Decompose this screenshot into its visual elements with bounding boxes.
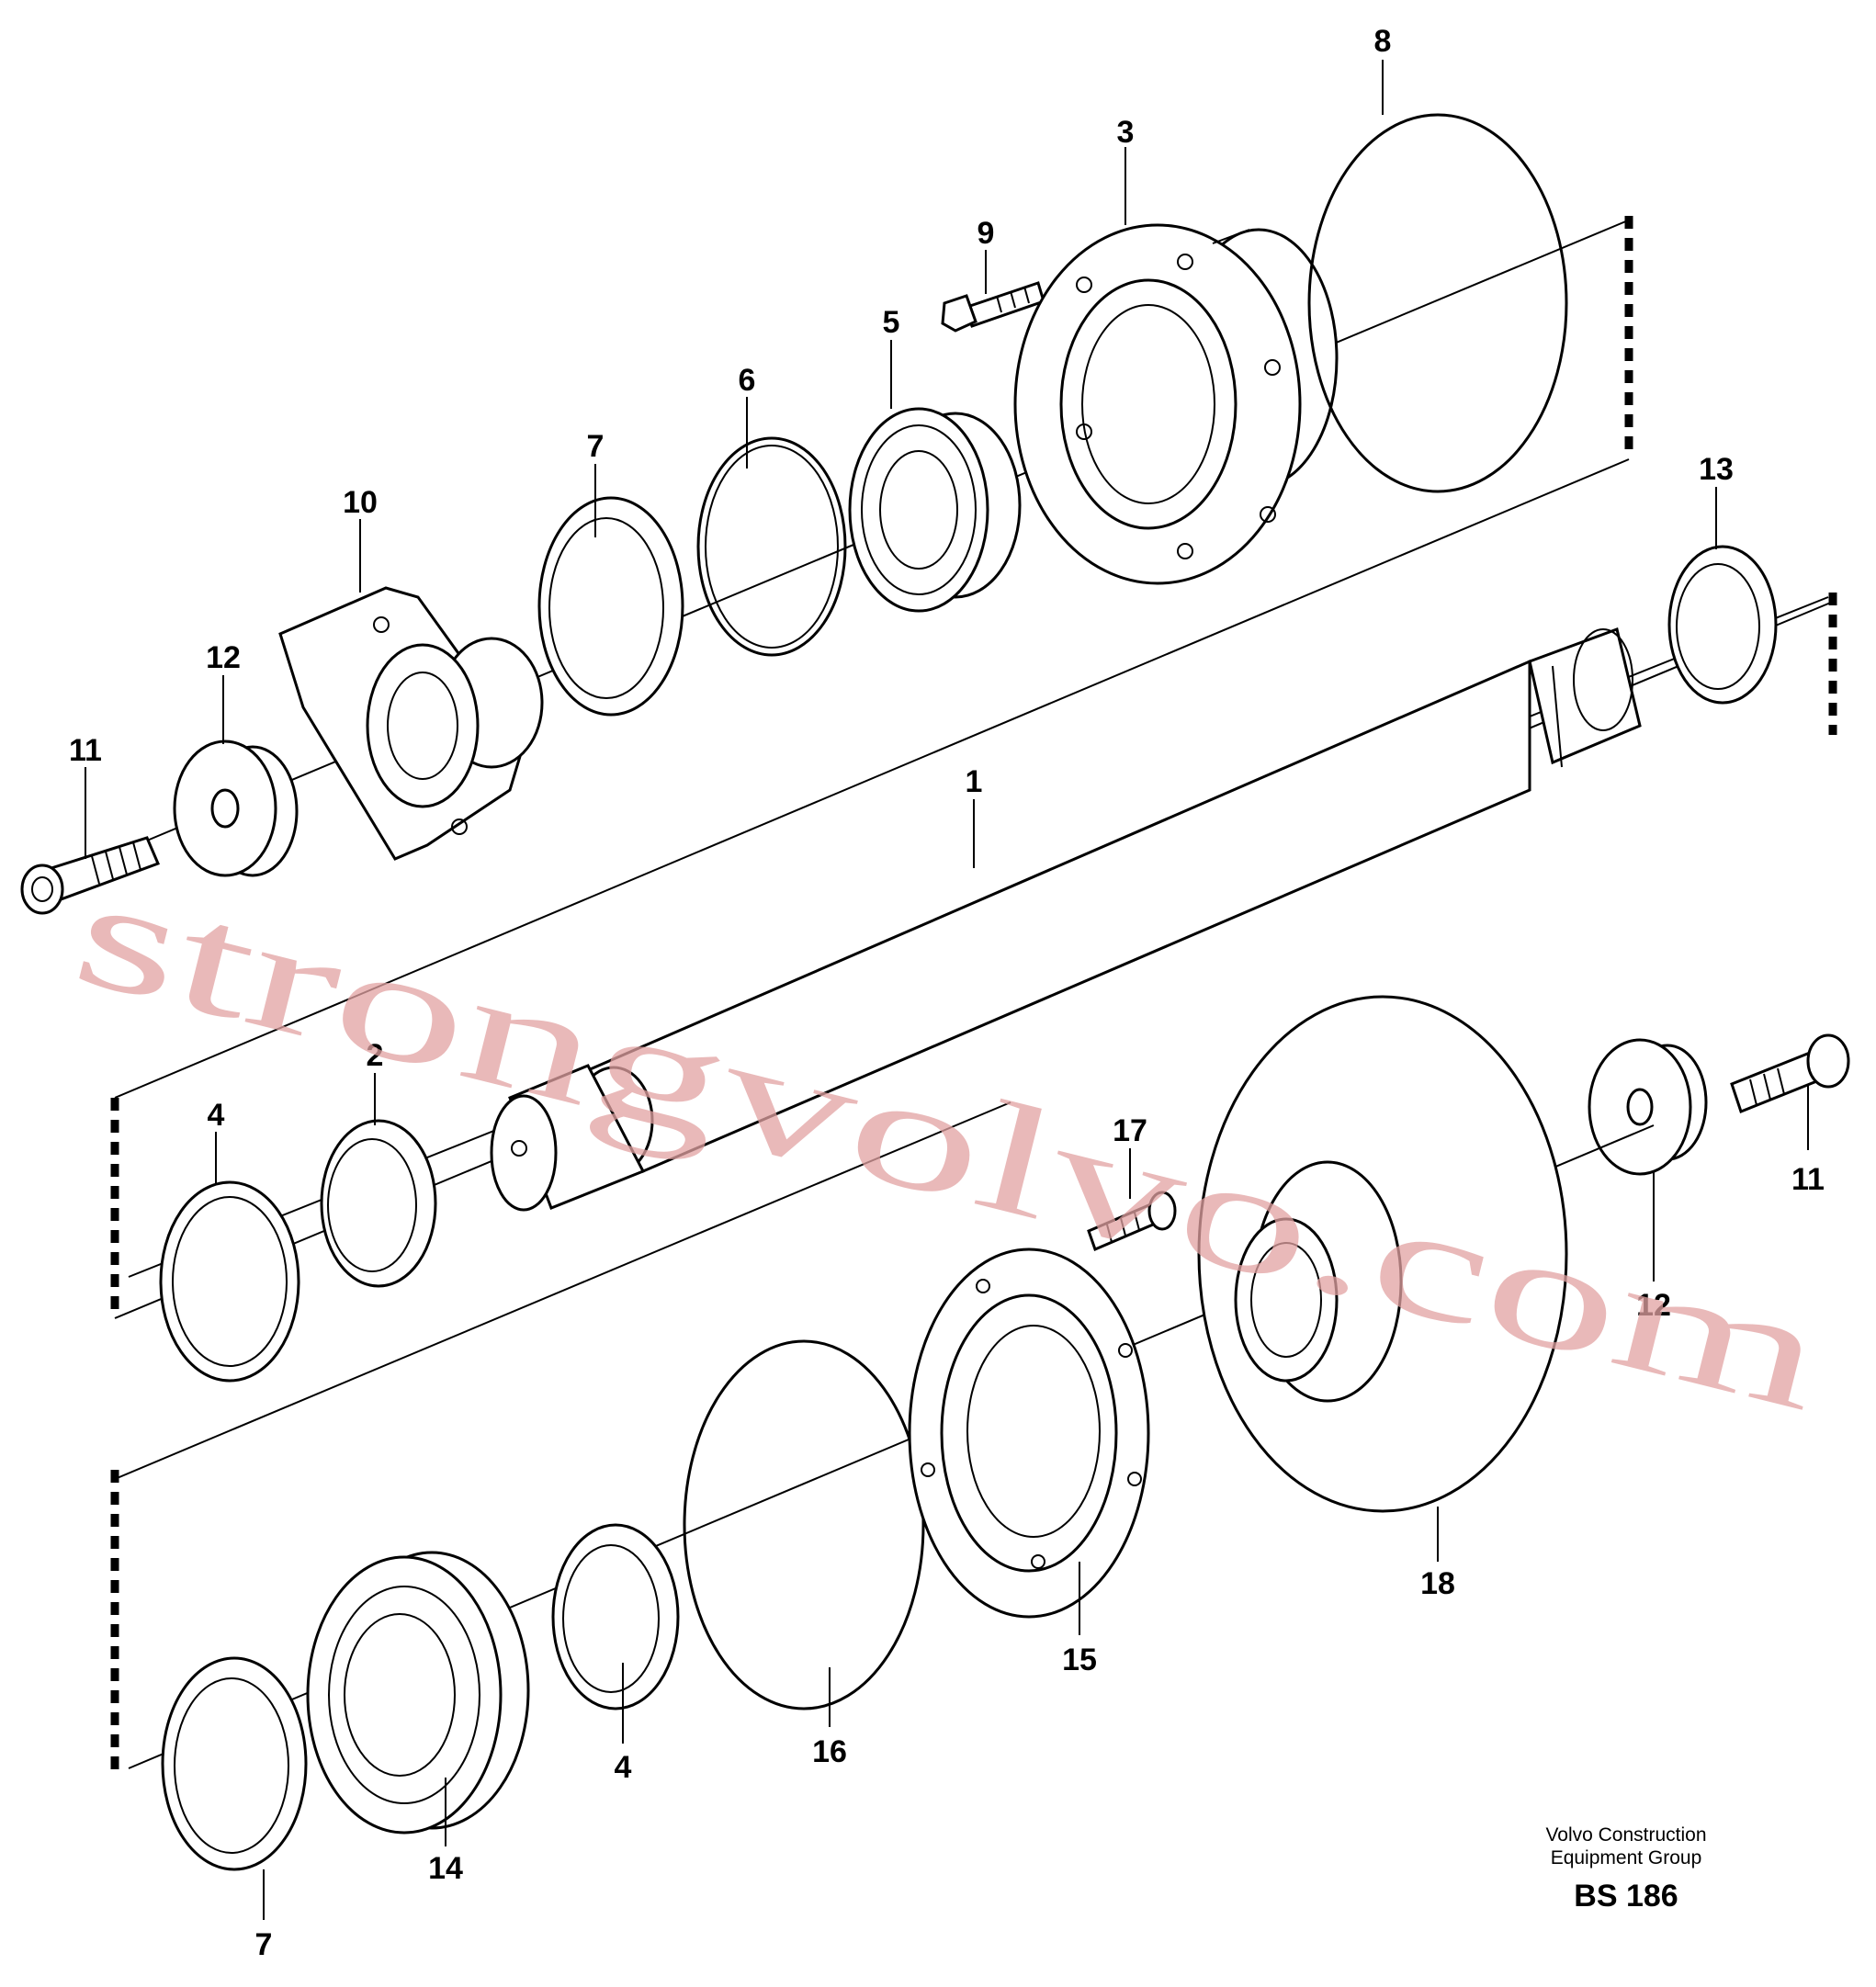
part-13-seal: [1667, 545, 1778, 705]
callout-16: 16: [812, 1734, 847, 1769]
callout-13: 13: [1699, 452, 1734, 487]
callout-12-top: 12: [206, 640, 241, 675]
callout-6: 6: [739, 363, 756, 398]
part-16-o-ring: [683, 1339, 925, 1710]
org-name-line1: Volvo Construction: [1545, 1824, 1707, 1846]
callout-2: 2: [367, 1038, 384, 1073]
drawing-code: BS 186: [1574, 1879, 1678, 1914]
row-top: [20, 113, 1633, 915]
callout-8: 8: [1374, 24, 1392, 59]
part-4-seal-bottom: [551, 1523, 680, 1710]
frame-line-bottom-upper: [114, 1101, 1011, 1480]
drawing-footer: Volvo Construction Equipment Group BS 18…: [1507, 1823, 1746, 1914]
callout-4-mid: 4: [208, 1098, 225, 1133]
part-2-seal-ring: [320, 1119, 437, 1288]
part-7-seal-bottom: [161, 1656, 308, 1871]
callout-labels: 8 3 9 5 6 7 10 12 11 13 1 2 4 11 17 12 1…: [69, 24, 1825, 1962]
part-6-snap-ring: [696, 436, 847, 657]
part-15-housing: [908, 1248, 1150, 1619]
callout-7-bottom: 7: [255, 1927, 273, 1962]
part-18-drum: [1197, 995, 1568, 1513]
callout-7-top: 7: [587, 429, 605, 464]
part-3-housing: [1013, 223, 1339, 585]
part-7-seal-top: [537, 496, 684, 717]
part-9-bolt: [941, 281, 1045, 333]
callout-17: 17: [1113, 1113, 1147, 1148]
part-14-bearing: [306, 1551, 530, 1835]
part-10-flange-top: [278, 586, 544, 861]
callout-10: 10: [343, 485, 378, 520]
part-1-shaft: [490, 627, 1642, 1212]
part-4-seal-mid: [159, 1180, 300, 1383]
part-11-bolt-mid: [1730, 1033, 1850, 1113]
callout-12-mid: 12: [1636, 1288, 1671, 1323]
callout-5: 5: [883, 305, 900, 340]
part-8-o-ring-top: [1307, 113, 1568, 493]
row-bottom: [110, 995, 1655, 1871]
frame-line-upper: [114, 458, 1630, 1099]
callout-14: 14: [428, 1851, 463, 1886]
callout-11-mid: 11: [1791, 1162, 1825, 1197]
callout-3: 3: [1117, 115, 1135, 150]
part-17-bolt: [1087, 1191, 1177, 1252]
part-11-bolt-top: [20, 836, 161, 915]
callout-9: 9: [978, 216, 995, 251]
callout-4-bottom: 4: [615, 1750, 632, 1785]
part-12-washer-top: [173, 739, 299, 877]
org-name-line2: Equipment Group: [1550, 1847, 1702, 1868]
part-5-bearing-top: [848, 407, 1022, 613]
part-12-washer-mid: [1588, 1038, 1708, 1176]
leader-lines: [85, 60, 1809, 1920]
callout-18: 18: [1420, 1566, 1455, 1601]
callout-15: 15: [1062, 1643, 1097, 1677]
row-shaft: [110, 458, 1850, 1383]
callout-1: 1: [966, 764, 983, 799]
callout-11-top: 11: [69, 733, 102, 768]
